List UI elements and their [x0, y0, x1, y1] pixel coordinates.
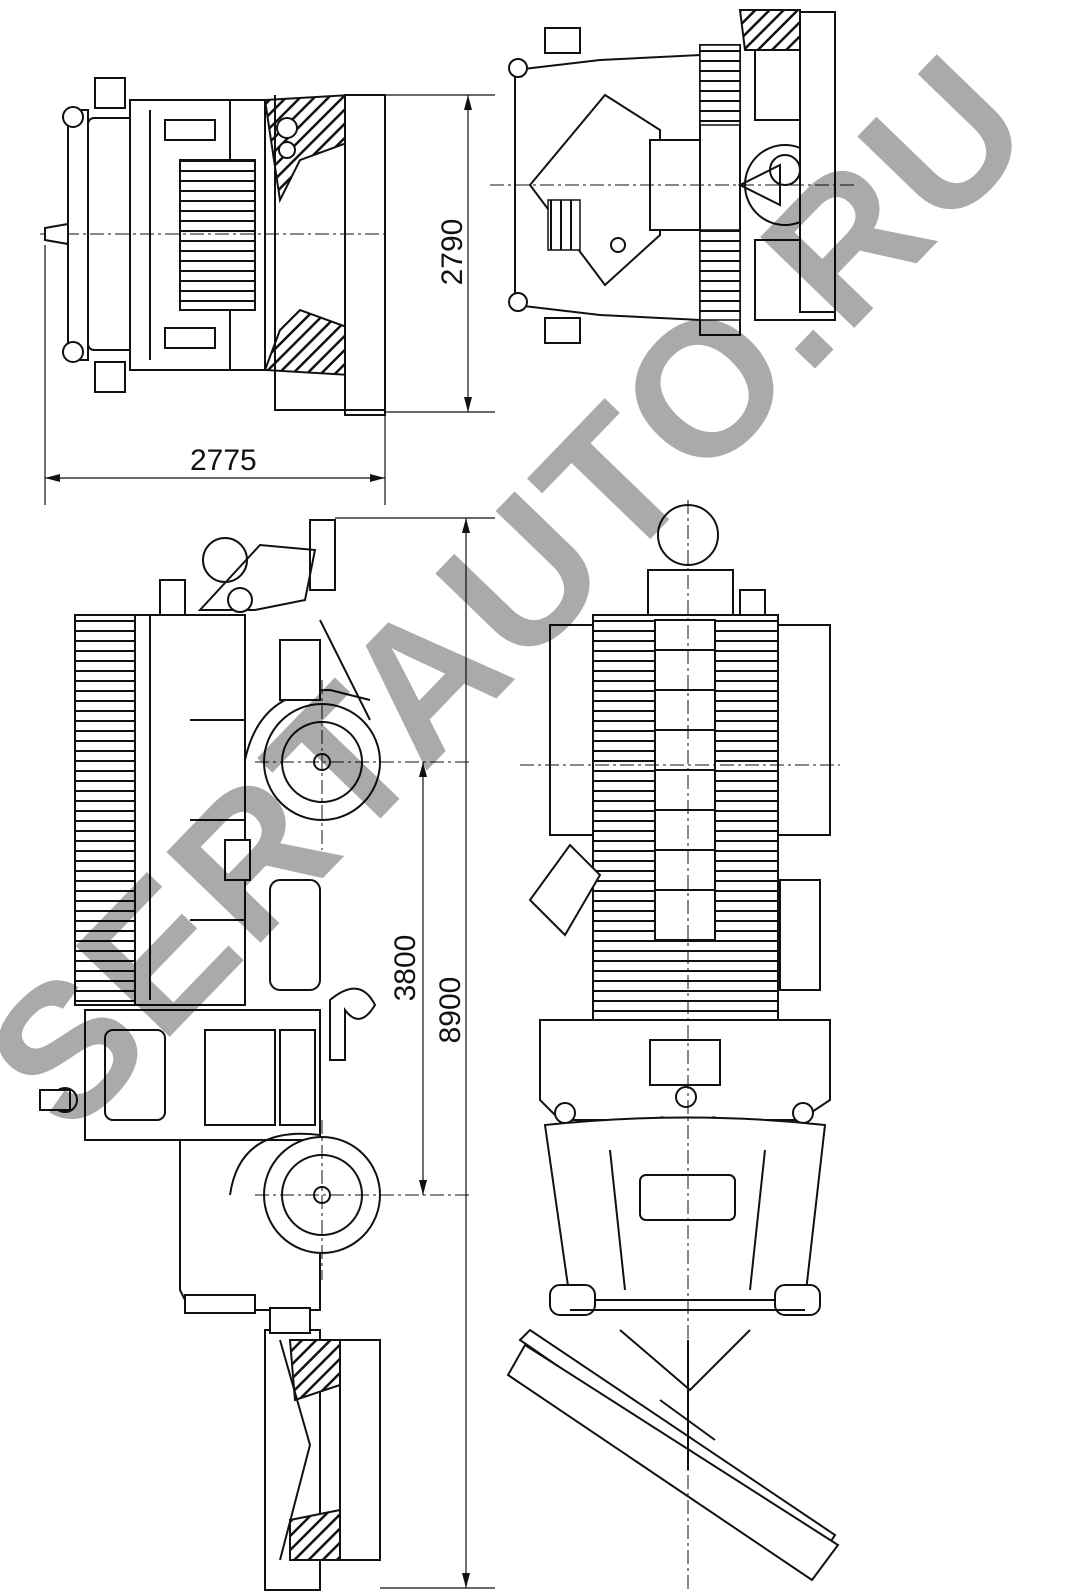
dimension-wheelbase: 3800: [389, 762, 427, 1195]
side-view: [39, 519, 470, 1591]
top-view: [506, 500, 840, 1590]
dimension-label-8900: 8900: [434, 977, 467, 1044]
rear-view: [490, 9, 855, 344]
dimension-label-2790: 2790: [436, 219, 469, 286]
dimension-overall-length: 8900: [335, 517, 495, 1589]
dimension-label-3800: 3800: [389, 935, 422, 1002]
dimension-label-2775: 2775: [190, 444, 257, 477]
dimension-front-width: 2775: [44, 245, 386, 505]
dimension-top-height: 2790: [385, 94, 495, 413]
front-view: [40, 77, 390, 416]
